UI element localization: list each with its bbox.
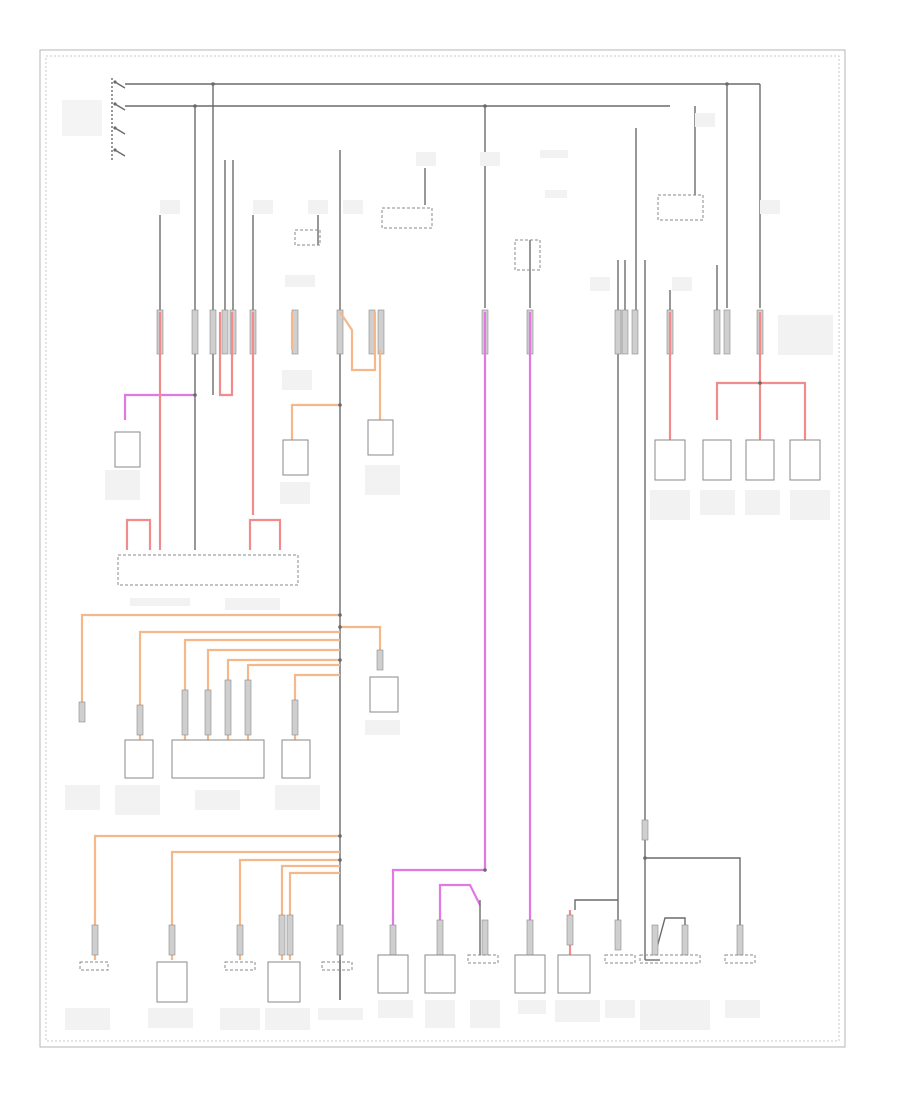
ignition-switch-label-block xyxy=(62,100,102,136)
component-box-1 xyxy=(114,431,141,468)
lower-component-2 xyxy=(156,961,188,1003)
pink-wires xyxy=(123,312,532,955)
fuse-2-icon xyxy=(253,200,273,214)
diagram-frame xyxy=(39,49,846,1048)
lower-connectors xyxy=(91,819,744,956)
component-box-2 xyxy=(282,439,309,476)
orange-wires xyxy=(80,311,382,960)
lower-component-5 xyxy=(321,961,353,971)
upper-components xyxy=(105,190,833,504)
lower-component-13 xyxy=(724,954,756,964)
lower-components xyxy=(65,954,760,1030)
fuse-7-icon xyxy=(695,113,715,127)
fuse-6-icon xyxy=(480,152,500,166)
fuse-3-icon xyxy=(308,200,328,214)
component-box-10 xyxy=(171,739,265,779)
fuse-block-box xyxy=(117,554,299,586)
fuse-labels xyxy=(160,113,780,291)
lower-component-4 xyxy=(267,961,301,1003)
upper-connectors xyxy=(156,309,764,355)
relay-box-2 xyxy=(514,239,541,271)
component-box-11 xyxy=(281,739,311,779)
relay-box-4 xyxy=(294,229,321,246)
lower-component-12 xyxy=(639,954,701,964)
component-box-4 xyxy=(654,439,686,481)
lower-component-3 xyxy=(224,961,256,971)
fuse-1-icon xyxy=(160,200,180,214)
component-box-3 xyxy=(367,419,394,456)
component-box-5 xyxy=(702,439,732,481)
relay-box-3 xyxy=(657,194,704,221)
fuse-9-icon xyxy=(672,277,692,291)
red-wires xyxy=(125,312,807,955)
diagram-inner-frame xyxy=(45,55,840,1042)
ignition-switch xyxy=(62,78,126,160)
fuse-10-icon xyxy=(590,277,610,291)
middle-components xyxy=(65,419,830,815)
component-box-6 xyxy=(745,439,775,481)
power-bus xyxy=(125,83,760,107)
component-box-8 xyxy=(369,676,399,713)
lower-component-10 xyxy=(557,954,591,994)
component-box-9 xyxy=(124,739,154,779)
middle-connectors xyxy=(78,649,384,736)
lower-component-6 xyxy=(377,954,409,994)
junction-dots xyxy=(193,82,762,872)
fuse-8-icon xyxy=(760,200,780,214)
lower-component-8 xyxy=(467,954,499,964)
relay-box-1 xyxy=(381,207,433,229)
fuse-5-icon xyxy=(416,152,436,166)
fuse-4-icon xyxy=(343,200,363,214)
upper-feeds xyxy=(159,150,718,1000)
lower-component-11 xyxy=(604,954,636,964)
lower-component-7 xyxy=(424,954,456,994)
lower-component-9 xyxy=(514,954,546,994)
fuse-11-icon xyxy=(540,150,568,158)
lower-component-1 xyxy=(79,961,109,971)
component-box-7 xyxy=(789,439,821,481)
